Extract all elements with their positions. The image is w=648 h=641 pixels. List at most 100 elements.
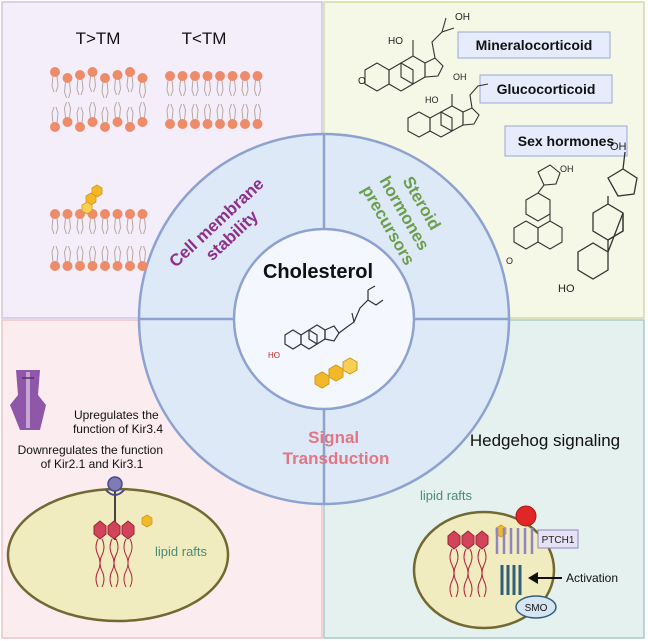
lipid-head (87, 67, 98, 77)
lipid-tail (88, 245, 97, 263)
lipid-tail (113, 245, 122, 263)
lipid-head (202, 119, 213, 129)
lipid-tail (191, 79, 199, 97)
lipid-tail (166, 79, 174, 97)
lipid-tail (126, 75, 134, 93)
label-oh-4: OH (610, 141, 627, 153)
lipid-raft-left (93, 514, 153, 588)
label-ho-1: HO (388, 36, 403, 47)
lipid-head (190, 71, 200, 81)
lipid-tail (241, 103, 249, 121)
lipid-tail (138, 245, 147, 263)
lipid-head (125, 209, 135, 219)
lipid-tail (138, 101, 147, 119)
lipid-tail (51, 106, 59, 124)
lipid-head (137, 261, 148, 271)
label-o: O (358, 76, 366, 87)
activation-arrowhead (528, 572, 538, 584)
androgen-structure (513, 164, 563, 250)
raft-tail (109, 538, 119, 588)
lipid-head (75, 122, 85, 132)
text-upregulates: Upregulates the function of Kir3.4 (73, 408, 163, 436)
raft-tail (463, 548, 473, 598)
membrane-ordered (165, 71, 263, 129)
lipid-tail (101, 245, 109, 263)
lipid-head (252, 71, 263, 81)
membrane-disordered (50, 67, 148, 132)
lipid-tail (253, 79, 262, 97)
smo-receptor (500, 565, 522, 595)
lipid-tail (203, 103, 212, 121)
lipid-head (165, 119, 175, 129)
lipid-rafts-left: lipid rafts (155, 544, 208, 559)
lipid-head (75, 70, 85, 80)
lipid-tail (76, 78, 84, 96)
lipid-head (125, 122, 135, 132)
lipid-head (100, 73, 110, 83)
lipid-tail (126, 217, 134, 235)
tag-mineralocorticoid-box (457, 31, 611, 59)
lipid-tail (191, 103, 199, 121)
lipid-head (177, 71, 188, 81)
raft-tail (95, 538, 105, 588)
lipid-tail (203, 79, 212, 97)
lipid-head (50, 209, 60, 219)
tag-glucocorticoid: Glucocorticoid (497, 81, 596, 97)
lipid-tail (101, 217, 109, 235)
lipid-head (137, 117, 148, 127)
lipid-head (62, 209, 73, 219)
smo-label: SMO (525, 603, 548, 614)
lipid-tail (113, 78, 122, 96)
lipid-tail (113, 101, 122, 119)
label-oh-3: OH (560, 164, 574, 174)
lipid-head (50, 67, 60, 77)
lipid-tail (138, 81, 147, 99)
label-oh-1: OH (455, 12, 470, 23)
lipid-tail (88, 101, 97, 119)
ring-label-signal: Signal Transduction (283, 428, 390, 468)
lipid-tail (101, 81, 109, 99)
lipid-head (100, 261, 110, 271)
lipid-head (112, 261, 123, 271)
lipid-head (240, 119, 250, 129)
receptor-icon (105, 476, 125, 540)
lipid-head (240, 71, 250, 81)
lipid-head (137, 209, 148, 219)
lipid-head (202, 71, 213, 81)
cholesterol-ho-label: HO (268, 351, 280, 360)
glucocorticoid-structure (407, 83, 489, 138)
lipid-tail (51, 245, 59, 263)
label-t-below-tm: T<TM (182, 29, 227, 48)
raft-hexagon (93, 520, 107, 540)
lipid-head (125, 261, 135, 271)
lipid-head (137, 73, 148, 83)
hedgehog-title: Hedgehog signaling (470, 431, 620, 450)
lipid-head (215, 71, 225, 81)
lipid-head (177, 119, 188, 129)
lipid-tail (113, 217, 122, 235)
lipid-tail (216, 79, 224, 97)
lipid-head (62, 73, 73, 83)
tag-sex-hormones-box (504, 125, 628, 157)
estrogen-structure (577, 151, 638, 280)
membrane-cholesterol-icon (81, 184, 103, 215)
raft-tail (123, 538, 133, 588)
lipid-tail (228, 79, 237, 97)
tag-sex-hormones: Sex hormones (518, 133, 615, 149)
activation-label: Activation (566, 571, 618, 585)
lipid-head (100, 122, 110, 132)
lipid-head (100, 209, 110, 219)
raft-hexagon (461, 530, 475, 550)
center-circle (232, 227, 416, 411)
kir-channel-icon (10, 370, 46, 430)
lipid-tail (138, 217, 147, 235)
label-oh-2: OH (453, 72, 467, 82)
raft-hexagon (107, 520, 121, 540)
cholesterol-structure (284, 285, 384, 350)
lipid-tail (76, 106, 84, 124)
lipid-head (125, 67, 135, 77)
ptch1-box (537, 529, 579, 549)
cholesterol-hexagon-icon (314, 357, 358, 389)
lipid-head (62, 117, 73, 127)
